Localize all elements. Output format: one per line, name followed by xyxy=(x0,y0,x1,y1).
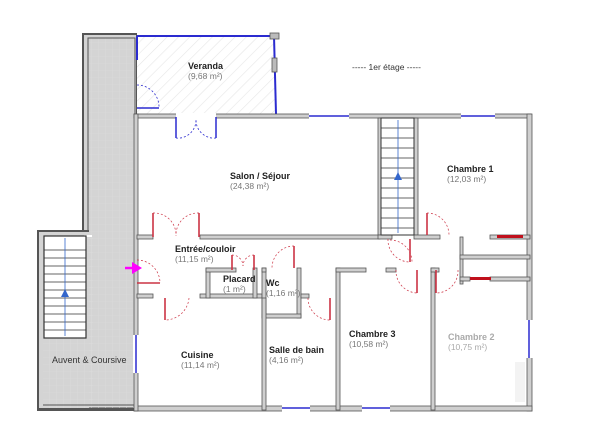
room-name: Veranda xyxy=(188,61,224,71)
stair-up-arrow-icon xyxy=(61,289,69,297)
room-name: Salle de bain xyxy=(269,345,325,355)
room-name: Chambre 2 xyxy=(448,332,495,342)
stair-up-arrow-icon xyxy=(394,172,402,180)
watermark xyxy=(515,362,525,402)
room-area: (9,68 m²) xyxy=(188,70,223,81)
room-label-salon: Salon / Séjour (24,38 m²) xyxy=(230,171,291,191)
room-area: (1,16 m²) xyxy=(266,287,301,298)
room-name: Placard xyxy=(223,274,256,284)
staircase-left xyxy=(43,235,87,339)
veranda-room xyxy=(136,32,280,117)
interior-walls xyxy=(136,117,531,411)
room-label-chambre3: Chambre 3 (10,58 m²) xyxy=(349,329,396,349)
room-label-entree: Entrée/couloir (11,15 m²) xyxy=(175,244,236,264)
veranda-doors xyxy=(175,117,217,139)
room-name: Cuisine xyxy=(181,350,214,360)
room-name: Chambre 1 xyxy=(447,164,494,174)
room-label-chambre1: Chambre 1 (12,03 m²) xyxy=(447,164,494,184)
room-area: (10,58 m²) xyxy=(349,338,389,349)
room-area: (11,15 m²) xyxy=(175,253,214,264)
doors xyxy=(136,212,459,321)
room-name: Entrée/couloir xyxy=(175,244,236,254)
windows xyxy=(133,113,533,412)
room-label-wc: Wc (1,16 m²) xyxy=(266,278,301,298)
room-name: Salon / Séjour xyxy=(230,171,291,181)
room-label-cuisine: Cuisine (11,14 m²) xyxy=(181,350,220,370)
room-label-salle-de-bain: Salle de bain (4,16 m²) xyxy=(269,345,325,365)
radiators xyxy=(470,235,523,280)
room-area: (12,03 m²) xyxy=(447,173,487,184)
room-name: Chambre 3 xyxy=(349,329,396,339)
outdoor-label-auvent: Auvent & Coursive xyxy=(52,355,127,365)
room-name: Wc xyxy=(266,278,280,288)
room-area: (1 m²) xyxy=(223,283,246,294)
room-label-chambre2: Chambre 2 (10,75 m²) xyxy=(448,332,495,352)
room-label-veranda: Veranda (9,68 m²) xyxy=(188,61,224,81)
room-label-placard: Placard (1 m²) xyxy=(223,274,256,294)
staircase-right xyxy=(380,117,415,236)
entrance-arrow-icon xyxy=(125,262,142,274)
room-area: (11,14 m²) xyxy=(181,359,220,370)
room-area: (10,75 m²) xyxy=(448,341,488,352)
floor-title: ----- 1er étage ----- xyxy=(352,62,421,72)
room-area: (24,38 m²) xyxy=(230,180,270,191)
room-area: (4,16 m²) xyxy=(269,354,304,365)
